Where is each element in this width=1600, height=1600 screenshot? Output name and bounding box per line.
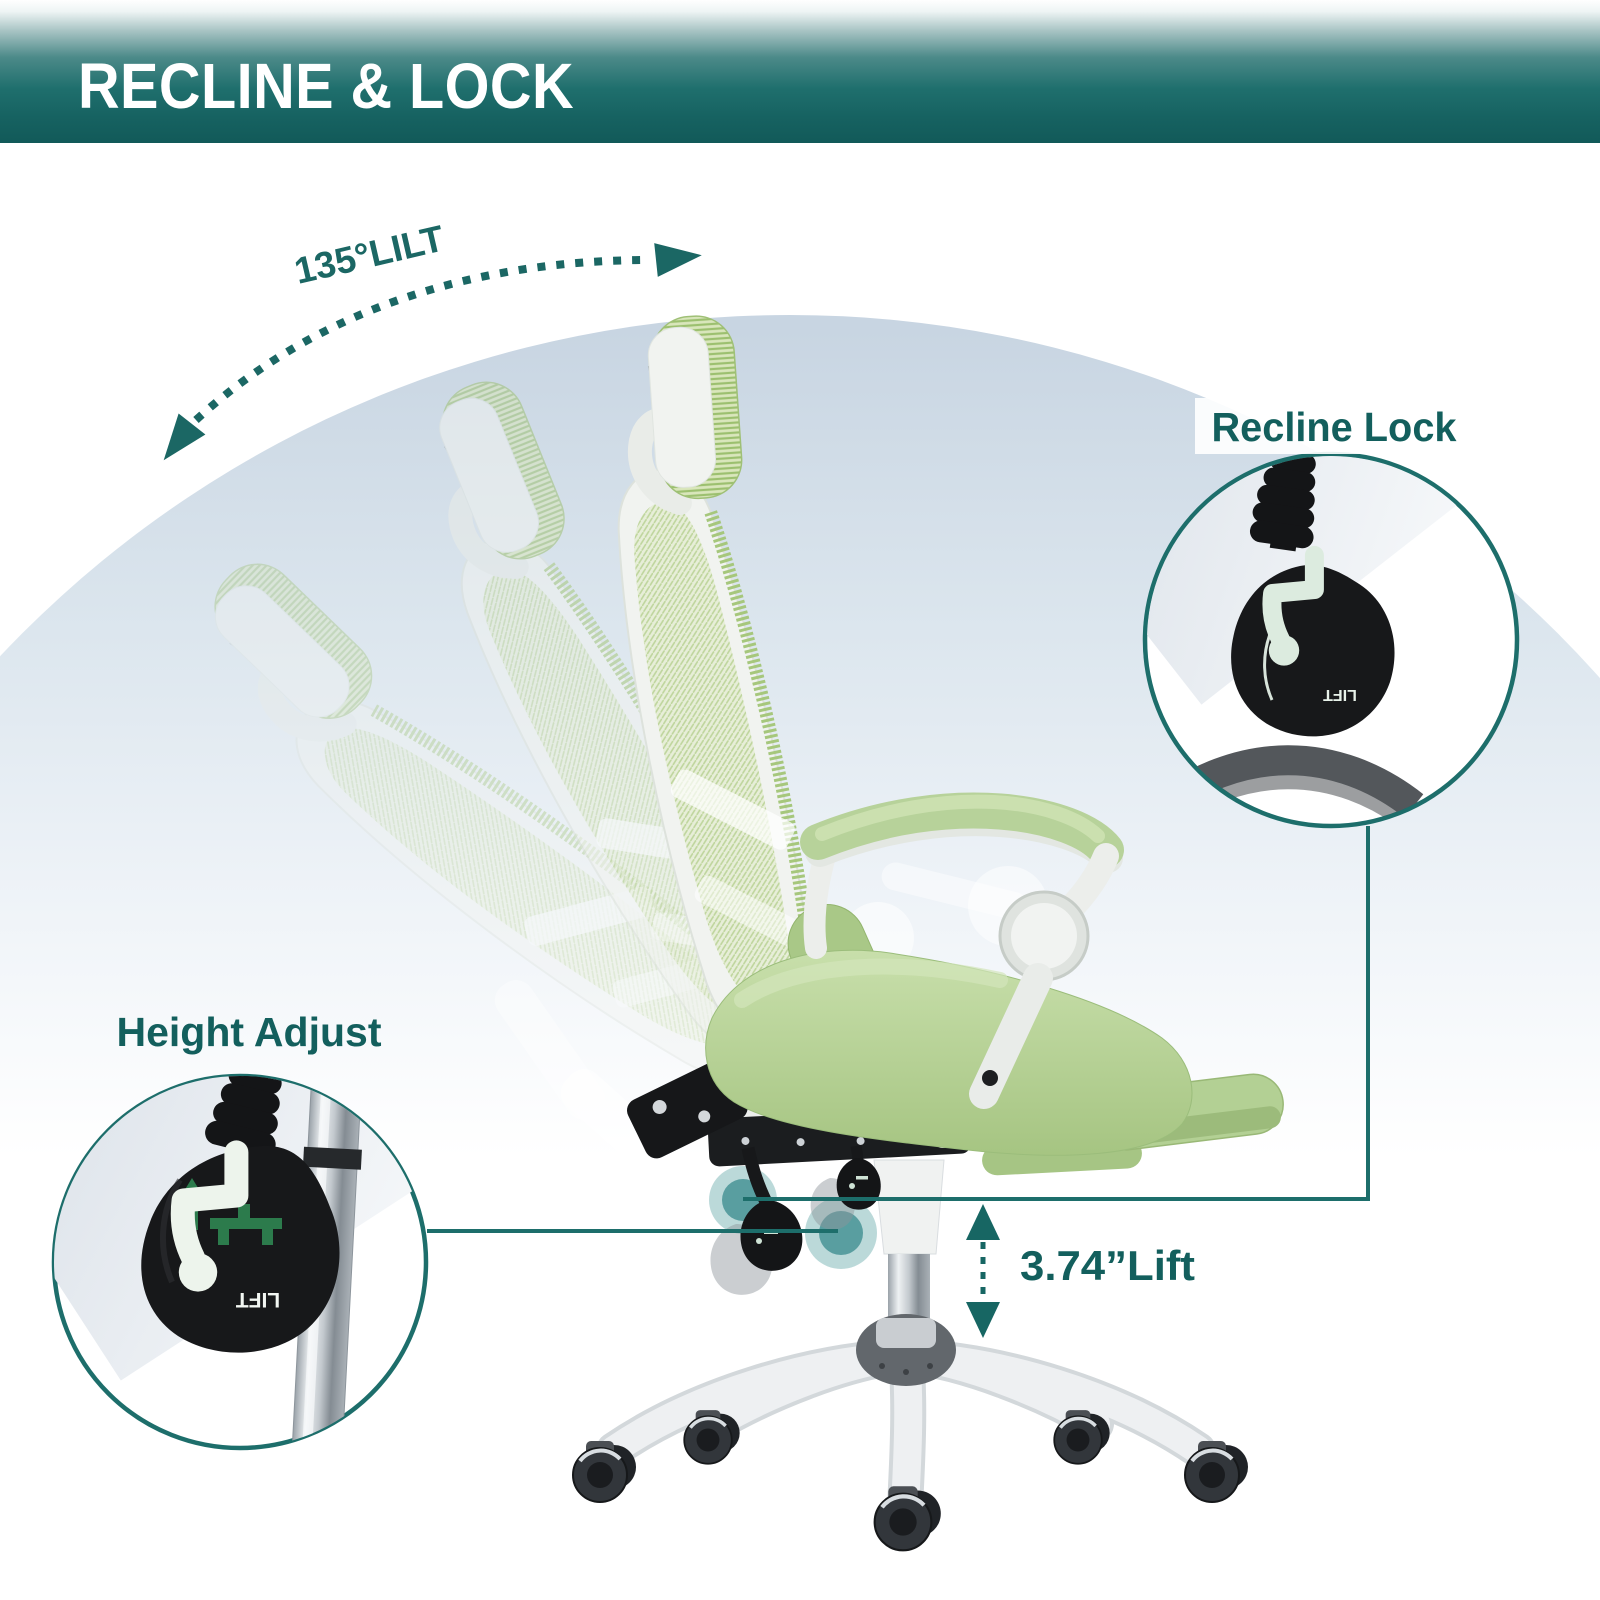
banner-background <box>0 0 1600 143</box>
height-adjust-callout: LIFT Height Adjust <box>51 1009 429 1451</box>
tilt-arrow-left-icon <box>163 413 206 461</box>
lift-height-label: 3.74”Lift <box>1020 1242 1195 1289</box>
header-banner: RECLINE & LOCK <box>0 0 1600 143</box>
chair-base <box>572 1314 1248 1552</box>
page-title: RECLINE & LOCK <box>78 50 574 122</box>
lift-annotation: 3.74”Lift <box>966 1204 1195 1338</box>
lift-sticker-icon: LIFT <box>179 1152 282 1311</box>
label-backdrop <box>1195 398 1480 454</box>
caster-wheel <box>572 1441 636 1503</box>
ghost-frame-slat <box>560 1068 717 1214</box>
ghost-armrest-bar <box>881 862 1029 920</box>
lever-ribbed-stem <box>205 1076 282 1157</box>
seat-cushion <box>705 949 1193 1156</box>
tilt-arc-dotted-line <box>193 256 651 423</box>
recline-lock-label: Recline Lock <box>1212 404 1457 450</box>
armrest <box>800 792 1124 1109</box>
lever-lift-text: LIFT <box>1323 686 1357 703</box>
ghost-frame-slat <box>494 980 606 1120</box>
height-adjust-lever <box>740 1200 803 1271</box>
recline-lock-callout: LIFT Recline Lock <box>1142 398 1520 829</box>
tilt-arrow-right-icon <box>654 243 702 277</box>
office-chair <box>141 301 1284 1552</box>
recline-lock-lever <box>836 1158 881 1210</box>
caster-wheel <box>1184 1441 1248 1503</box>
caster-wheel <box>873 1486 941 1552</box>
caster-wheel <box>1053 1410 1110 1465</box>
height-adjust-label: Height Adjust <box>117 1009 382 1055</box>
caster-wheel <box>683 1410 740 1465</box>
lift-arrow-down-icon <box>966 1302 1000 1338</box>
recline-lock-connector-line <box>743 826 1370 1201</box>
lift-arrow-up-icon <box>966 1204 1000 1240</box>
lever-lift-text: LIFT <box>236 1288 280 1311</box>
